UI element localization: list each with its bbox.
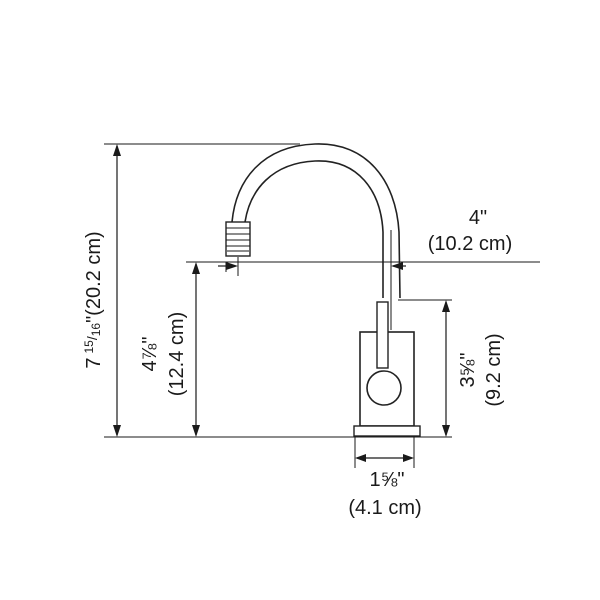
total-height-metric: (20.2 cm) (83, 231, 105, 315)
spout-height-imperial: 4⅞" (139, 337, 161, 372)
dimension-spout-height: 4⅞" (12.4 cm) (139, 262, 200, 437)
svg-text:715/16"(20.2 cm): 715/16"(20.2 cm) (82, 231, 105, 368)
base-height-metric: (9.2 cm) (483, 333, 505, 406)
spout-outer-curve (231, 143, 401, 299)
extension-lines (104, 143, 540, 468)
base-height-imperial: 3⅝" (457, 353, 479, 388)
dimension-total-height: 715/16"(20.2 cm) (82, 144, 121, 437)
spout-reach-metric: (10.2 cm) (428, 233, 512, 255)
base-diameter-metric: (4.1 cm) (348, 497, 421, 519)
dimension-base-diameter: 1⅝" (4.1 cm) (348, 454, 422, 519)
handle-lever (376, 301, 389, 369)
spout-reach-imperial: 4" (469, 207, 487, 229)
dimension-base-height: 3⅝" (9.2 cm) (442, 300, 505, 437)
spout-inner-curve (244, 160, 384, 298)
base-diameter-imperial: 1⅝" (370, 469, 405, 491)
base-plate (353, 425, 421, 437)
total-height-whole: 7 (83, 358, 105, 369)
total-height-frac-den: 16 (89, 323, 103, 337)
faucet-illustration (225, 143, 421, 437)
handle-knob (366, 370, 402, 406)
total-height-inch: " (83, 316, 105, 323)
total-height-frac-num: 15 (82, 340, 96, 354)
spout-height-metric: (12.4 cm) (166, 312, 188, 396)
dimension-spout-reach: 4" (10.2 cm) (218, 207, 512, 270)
